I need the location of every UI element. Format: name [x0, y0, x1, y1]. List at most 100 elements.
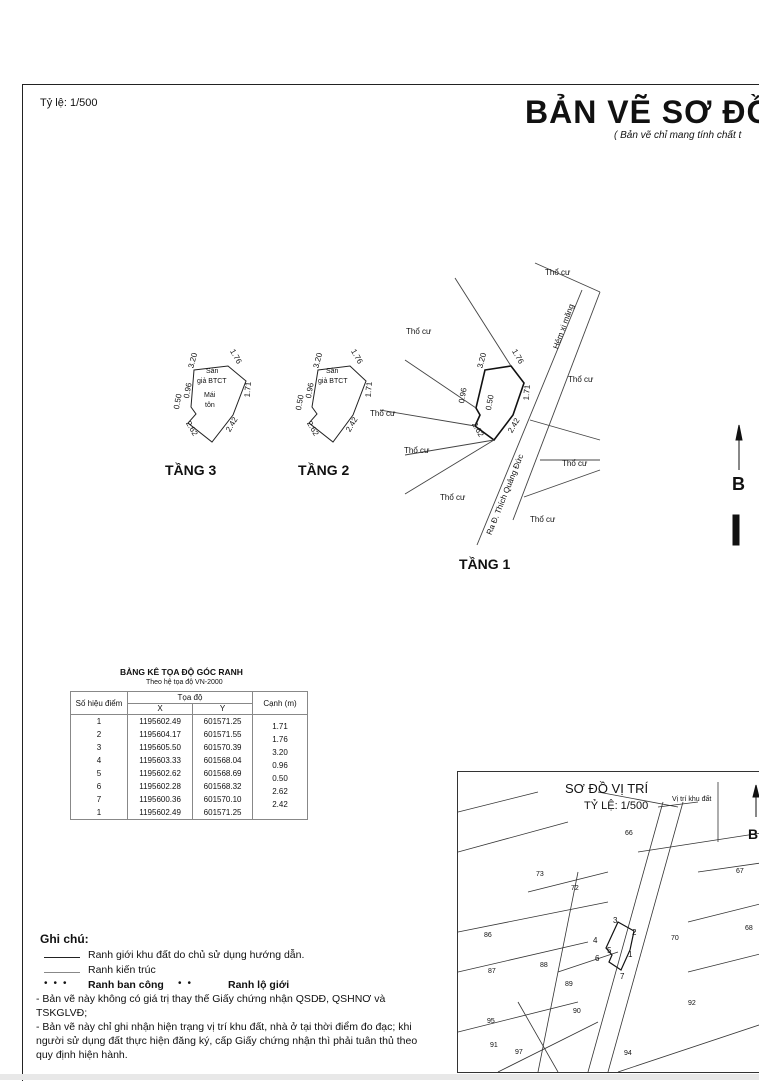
t3-text-san: Sàn [206, 368, 219, 375]
table-cell-edge: 0.96 [252, 761, 308, 774]
col-coord: Tọa độ [127, 691, 253, 704]
table-cell-p: 1 [70, 714, 128, 728]
col-edge: Cạnh (m) [252, 691, 308, 715]
drawing-frame [22, 84, 759, 1081]
legend-text-1: Ranh giới khu đất do chủ sử dụng hướng d… [88, 949, 305, 961]
point-2: 2 [632, 928, 637, 937]
point-6: 6 [595, 954, 600, 963]
point-1: 1 [628, 950, 633, 959]
table-cell-y: 601568.69 [192, 767, 253, 780]
scale-label: Tỷ lệ: 1/500 [40, 97, 98, 109]
legend-text-2: Ranh kiến trúc [88, 964, 156, 976]
legend-text-4: Ranh lộ giới [228, 979, 290, 991]
table-cell-edge: 1.76 [252, 735, 308, 748]
table-cell-p: 6 [70, 780, 128, 793]
page-subtitle: ( Bản vẽ chỉ mang tính chất t [614, 130, 742, 141]
parcel-label: 86 [484, 932, 492, 939]
legend-line-solid [44, 957, 80, 958]
table-title: BẢNG KÊ TỌA ĐỘ GÓC RANH [120, 667, 243, 677]
table-cell-x: 1195602.49 [126, 714, 194, 728]
parcel-label: 92 [688, 1000, 696, 1007]
tang1-surroundings [379, 262, 601, 546]
table-cell-y: 601568.32 [192, 780, 253, 793]
note-line-5: quy định hiện hành. [36, 1049, 128, 1061]
table-cell-edge: 1.71 [252, 722, 308, 735]
table-cell-x: 1195604.17 [126, 728, 194, 741]
point-5: 5 [607, 946, 612, 955]
note-line-1: - Bản vẽ này không có giá trị thay thế G… [36, 993, 386, 1005]
parcel-label: 97 [515, 1049, 523, 1056]
table-cell-edge: 3.20 [252, 748, 308, 761]
tang3-label: TẦNG 3 [165, 462, 217, 478]
table-cell-y: 601571.25 [192, 806, 253, 820]
north-label: B [732, 474, 745, 494]
parcel-label: 66 [625, 830, 633, 837]
parcel-label: 68 [745, 925, 753, 932]
notes-title: Ghi chú: [40, 932, 89, 946]
legend-dots: •• [178, 978, 198, 989]
point-7: 7 [620, 972, 625, 981]
table-cell-p: 5 [70, 767, 128, 780]
t3-dim-right: 1.71 [242, 381, 253, 398]
parcel-label: 67 [736, 868, 744, 875]
t3-text-gia: giả BTCT [197, 378, 227, 385]
tang3-outline [187, 365, 247, 443]
table-cell-p: 3 [70, 741, 128, 754]
location-map [457, 771, 759, 1073]
t3-text-mai: Mái [204, 392, 216, 399]
table-cell-x: 1195602.62 [126, 767, 194, 780]
location-map-title: SƠ ĐỒ VỊ TRÍ [565, 781, 649, 796]
parcel-label: 72 [571, 885, 579, 892]
parcel-label: 91 [490, 1042, 498, 1049]
legend-line-thin [44, 972, 80, 973]
table-subtitle: Theo hệ tọa độ VN-2000 [146, 679, 223, 686]
table-cell-p: 4 [70, 754, 128, 767]
note-line-4: người sử dụng đất thực hiện đăng ký, cấp… [36, 1035, 418, 1047]
tho-cu-label: Thổ cư [562, 459, 588, 468]
table-cell-y: 601568.04 [192, 754, 253, 767]
point-3: 3 [613, 916, 618, 925]
north-arrow-icon [752, 784, 759, 817]
parcel-label: 90 [573, 1008, 581, 1015]
tang2-label: TẦNG 2 [298, 462, 350, 478]
t1-dim-right: 1.71 [521, 384, 532, 401]
col-point: Số hiệu điểm [70, 691, 128, 715]
table-cell-edge: 2.62 [252, 787, 308, 800]
tho-cu-label: Thổ cư [404, 446, 430, 455]
table-cell-y: 601570.39 [192, 741, 253, 754]
table-cell-x: 1195602.28 [126, 780, 194, 793]
table-cell-p: 1 [70, 806, 128, 820]
note-line-2: TSKGLVĐ; [36, 1007, 88, 1019]
col-x: X [126, 702, 194, 715]
table-cell-y: 601570.10 [192, 793, 253, 806]
legend-text-3: Ranh ban công [88, 979, 164, 991]
table-cell-y: 601571.55 [192, 728, 253, 741]
tang2-outline [308, 365, 367, 443]
table-cell-x: 1195603.33 [126, 754, 194, 767]
t2-text-gia: giả BTCT [318, 378, 348, 385]
floor-plans [187, 262, 743, 546]
parcel-label: 73 [536, 871, 544, 878]
page-title: BẢN VẼ SƠ ĐỒ [525, 94, 759, 130]
location-map-lines [458, 782, 759, 1072]
north-arrow-icon [732, 424, 743, 546]
tho-cu-label: Thổ cư [545, 268, 571, 277]
parcel-label: 89 [565, 981, 573, 988]
t2-dim-right: 1.71 [363, 381, 374, 398]
bottom-bar [0, 1074, 759, 1080]
table-cell-edge: 2.42 [252, 800, 308, 814]
legend-dots: ••• [44, 978, 73, 989]
point-4: 4 [593, 936, 598, 945]
table-cell-edge: 0.50 [252, 774, 308, 787]
tho-cu-label: Thổ cư [440, 493, 466, 502]
parcel-label: 70 [671, 935, 679, 942]
table-cell-p: 7 [70, 793, 128, 806]
